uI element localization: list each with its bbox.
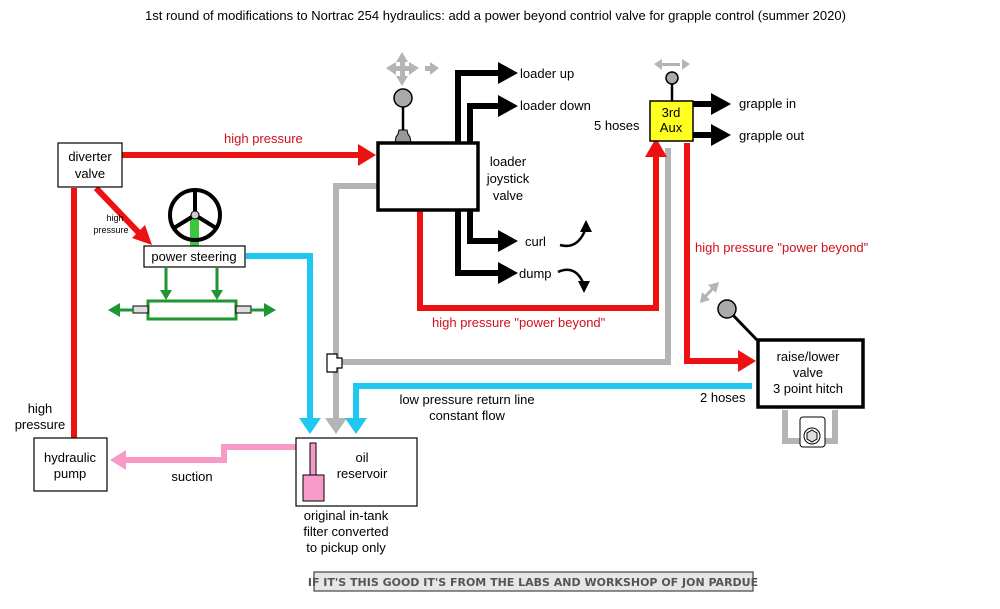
pump-hp-label-1: high [28,401,53,416]
grapple-in-arrowhead [711,93,731,115]
reservoir-label-1: oil [355,450,368,465]
curl-label: curl [525,234,546,249]
diverter-valve-label-2: valve [75,166,105,181]
lp-return-label-2: constant flow [429,408,505,423]
return-line-joystick [333,183,378,420]
hp-arrowhead-steering [132,225,152,245]
joystick-label-1: loader [490,154,527,169]
hitch-return-line [353,383,752,420]
work-port-lines [455,70,713,276]
diverter-valve-box [57,142,123,188]
loader-up-label: loader up [520,66,574,81]
dump-line [455,210,500,276]
filter-note-3: to pickup only [306,540,386,555]
hitch-label-2: valve [793,365,823,380]
power-beyond-label-2: high pressure "power beyond" [695,240,869,255]
hp-arrowhead-aux [645,138,667,157]
power-steering-box [143,245,246,268]
lp-return-label-1: low pressure return line [399,392,534,407]
power-steering-label: power steering [151,249,236,264]
footer-banner [313,571,754,592]
return-line-hitch-left [782,410,806,444]
loader-down-line [467,103,500,143]
hitch-cylinder-icon [799,416,826,448]
raise-lower-valve-box [756,338,865,409]
hp-arrowhead-hitch [738,350,756,372]
diagram-title: 1st round of modifications to Nortrac 25… [145,8,846,23]
grapple-out-arrowhead [711,124,731,146]
hydraulic-pump-box [33,437,108,492]
tee-fitting-icon [326,353,343,373]
pump-label-2: pump [54,466,87,481]
third-aux-valve-box [649,100,694,142]
curl-line [467,210,500,244]
joystick-lever-icon [386,52,439,144]
hp-diverter-to-steering [93,185,143,237]
filter-pickup-icon [302,442,325,502]
suction-label: suction [171,469,212,484]
joystick-label-2: joystick [486,171,530,186]
aux-lever-icon [654,59,690,101]
hitch-label-3: 3 point hitch [773,381,843,396]
return-line-aux [336,148,671,365]
dump-arrowhead [498,262,518,284]
curl-arrowhead [498,230,518,252]
small-hp-label-1: high [106,213,123,223]
curl-motion-arrowhead [580,220,592,232]
pump-hp-label-2: pressure [15,417,66,432]
diverter-valve-label-1: diverter [68,149,112,164]
loader-down-label: loader down [520,98,591,113]
power-beyond-label-1: high pressure "power beyond" [432,315,606,330]
dump-label: dump [519,266,552,281]
loader-up-line [455,70,500,143]
aux-label-1: 3rd [662,105,681,120]
footer-text: IF IT'S THIS GOOD IT'S FROM THE LABS AND… [308,576,758,589]
two-hoses-label: 2 hoses [700,390,746,405]
steering-return-arrowhead [299,418,321,434]
hp-arrowhead-joystick [358,144,376,166]
loader-up-arrowhead [498,62,518,84]
steering-cylinder-icon [108,268,276,321]
filter-note-1: original in-tank [304,508,389,523]
aux-label-2: Aux [660,120,683,135]
grapple-in-label: grapple in [739,96,796,111]
return-lines [333,148,838,444]
small-hp-label-2: pressure [93,225,128,235]
steering-wheel-icon [168,188,222,247]
loader-down-arrowhead [498,95,518,117]
five-hoses-label: 5 hoses [594,118,640,133]
hitch-return-arrowhead [345,418,367,434]
filter-note-2: filter converted [303,524,388,539]
steering-return-line [246,253,313,420]
pump-label-1: hydraulic [44,450,97,465]
suction-arrowhead [110,450,126,470]
hp-power-beyond-to-hitch [684,143,740,364]
hitch-lever-icon [700,282,759,342]
hp-power-beyond-to-aux [417,155,659,311]
low-pressure-lines [246,253,752,420]
high-pressure-label: high pressure [224,131,303,146]
loader-joystick-valve-box [376,141,480,212]
high-pressure-lines [71,143,740,438]
return-arrowhead [325,418,347,434]
hitch-label-1: raise/lower [777,349,841,364]
dump-motion-arrowhead [578,281,590,293]
grapple-out-label: grapple out [739,128,804,143]
joystick-label-3: valve [493,188,523,203]
reservoir-label-2: reservoir [337,466,388,481]
suction-line [125,444,312,463]
